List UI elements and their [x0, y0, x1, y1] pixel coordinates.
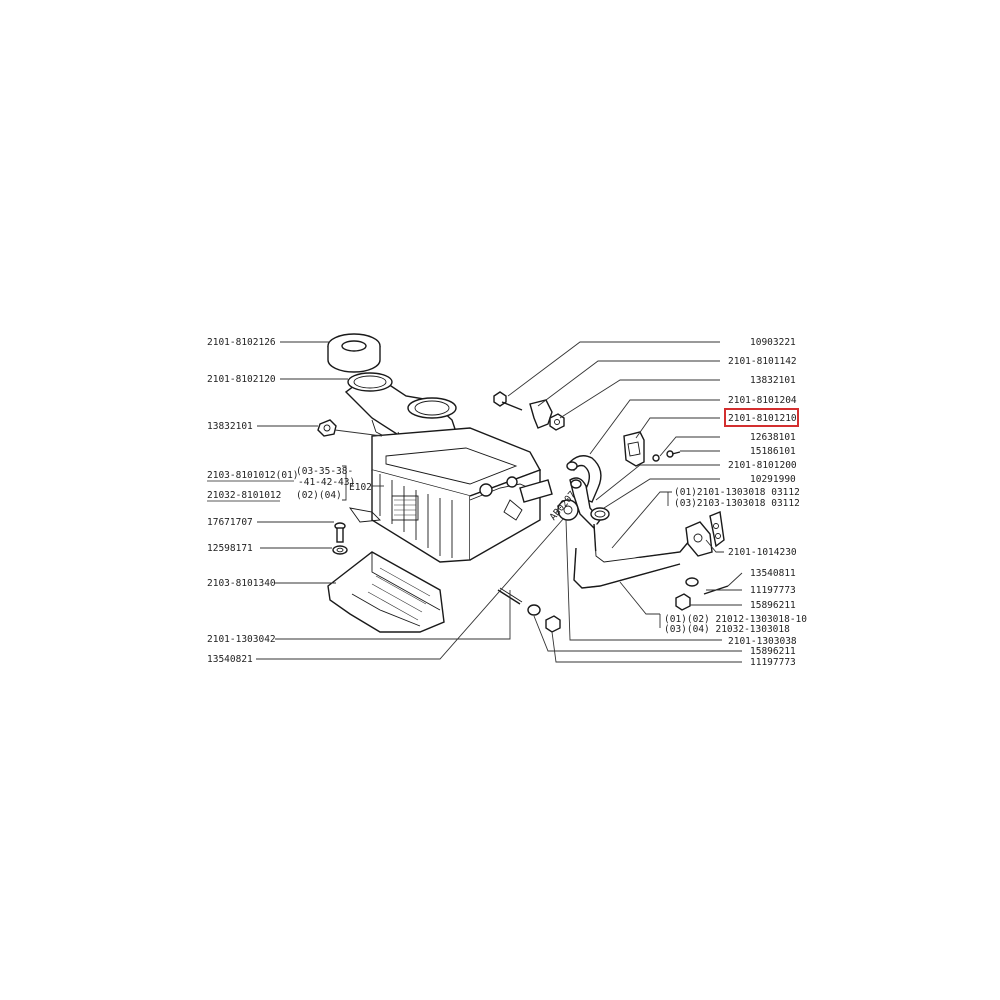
callout-13540821: 13540821 — [207, 654, 253, 665]
callout-variant-group-c: (02)(04) — [296, 490, 342, 501]
housing-grille — [391, 495, 419, 521]
callout-variant-03-tube: (03)2103-1303018 03112 — [674, 498, 800, 509]
small-screws-part — [652, 450, 681, 462]
callout-11197773-lower: 11197773 — [750, 657, 796, 668]
ring-seal-part — [327, 333, 381, 373]
callout-2103-8101012: 2103-8101012(01) — [207, 470, 299, 481]
callout-variant-01-02: (01)(02) 21012-1303018-10 — [664, 614, 807, 625]
callout-12598171: 12598171 — [207, 543, 253, 554]
callout-13832101-right: 13832101 — [750, 375, 796, 386]
callout-2101-8102126: 2101-8102126 — [207, 337, 276, 348]
callout-variant-01-tube: (01)2101-1303018 03112 — [674, 487, 800, 498]
callout-2101-8101210: 2101-8101210 — [728, 413, 797, 424]
highlight-box — [724, 408, 799, 427]
bolt-part — [493, 391, 523, 411]
callout-11197773-upper: 11197773 — [750, 585, 796, 596]
callout-variant-03-04: (03)(04) 21032-1303018 — [664, 624, 790, 635]
flange-gasket-part — [623, 431, 645, 467]
callout-15896211-upper: 15896211 — [750, 600, 796, 611]
callout-2101-8101142: 2101-8101142 — [728, 356, 797, 367]
washer-part — [332, 545, 348, 555]
heater-parts-illustration — [317, 333, 729, 633]
lower-air-duct-part — [327, 551, 445, 633]
callouts-left: 2101-8102126 2101-8102120 13832101 2103-… — [207, 337, 372, 665]
leader-lines — [256, 341, 743, 663]
callout-15186101: 15186101 — [750, 446, 796, 457]
callout-15896211-lower: 15896211 — [750, 646, 796, 657]
callout-2101-1303042: 2101-1303042 — [207, 634, 276, 645]
callout-2101-1014230: 2101-1014230 — [728, 547, 797, 558]
bottom-nuts-part — [527, 604, 561, 633]
callout-e102: E102 — [349, 482, 372, 493]
callout-13832101-left: 13832101 — [207, 421, 253, 432]
heater-housing-part — [348, 427, 553, 563]
stud-part — [497, 587, 523, 605]
callout-variant-group-a: (03-35-38- — [296, 466, 353, 477]
callout-10903221: 10903221 — [750, 337, 796, 348]
callout-2101-1303038: 2101-1303038 — [728, 636, 797, 647]
callout-10291990: 10291990 — [750, 474, 796, 485]
callout-2101-8102120: 2101-8102120 — [207, 374, 276, 385]
screw-part — [334, 522, 346, 543]
callout-variant-group-b: -41-42-43) — [298, 477, 355, 488]
nut-left-part — [317, 419, 337, 437]
clamp-part — [590, 507, 610, 521]
callout-2101-8101200: 2101-8101200 — [728, 460, 797, 471]
callout-12638101: 12638101 — [750, 432, 796, 443]
callout-13540811: 13540811 — [750, 568, 796, 579]
callout-2101-8101204: 2101-8101204 — [728, 395, 797, 406]
right-studs-nuts-part — [675, 577, 729, 611]
callout-17671707: 17671707 — [207, 517, 253, 528]
callout-2103-8101340: 2103-8101340 — [207, 578, 276, 589]
valve-fitting-part — [557, 499, 579, 521]
tube-flange-part — [685, 511, 725, 557]
heater-tubes-part — [573, 523, 691, 589]
callout-21032-8101012: 21032-8101012 — [207, 490, 281, 501]
callouts-right: 10903221 2101-8101142 13832101 2101-8101… — [664, 337, 807, 668]
